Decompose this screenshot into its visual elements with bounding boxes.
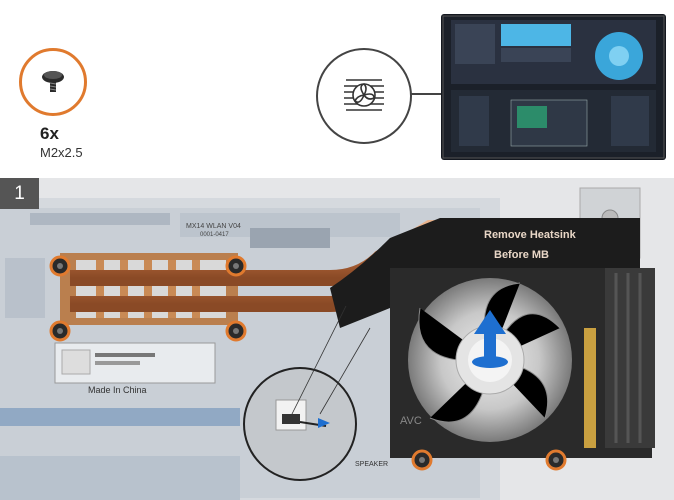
lift-arrow-icon xyxy=(472,310,508,368)
fan-icon xyxy=(344,79,384,111)
screw-callout-ring xyxy=(19,48,87,116)
board-text-5: AVC xyxy=(400,415,422,427)
heatsink-label-line2: Before MB xyxy=(494,249,549,261)
board-text-4: SPEAKER xyxy=(355,461,388,468)
heatsink-removal-photo: MX14 WLAN V04 0001-0417 Made In China SP… xyxy=(0,178,674,500)
step-number-badge: 1 xyxy=(0,178,39,209)
board-text-1: MX14 WLAN V04 xyxy=(186,223,241,230)
board-text-2: 0001-0417 xyxy=(200,232,229,238)
overview-laptop-image xyxy=(441,14,666,160)
heatsink-label-line1: Remove Heatsink xyxy=(484,229,577,241)
screw-quantity: 6x xyxy=(40,124,59,143)
screw-size: M2x2.5 xyxy=(40,145,83,160)
screw-icon xyxy=(42,71,64,92)
board-text-3: Made In China xyxy=(88,385,147,395)
fan-callout-ring xyxy=(316,48,412,144)
